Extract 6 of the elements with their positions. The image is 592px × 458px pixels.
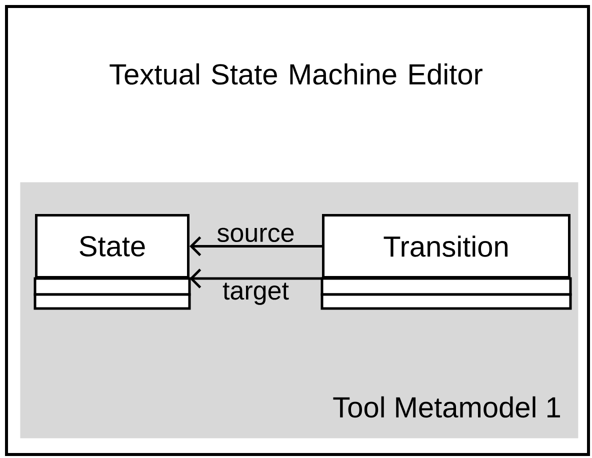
edge-label: target [222,282,289,305]
edge-label: source [217,228,294,242]
association-arrow [190,236,322,256]
association-arrow [190,268,322,288]
class-box: State [34,214,191,310]
class-box: Transition [320,214,572,310]
